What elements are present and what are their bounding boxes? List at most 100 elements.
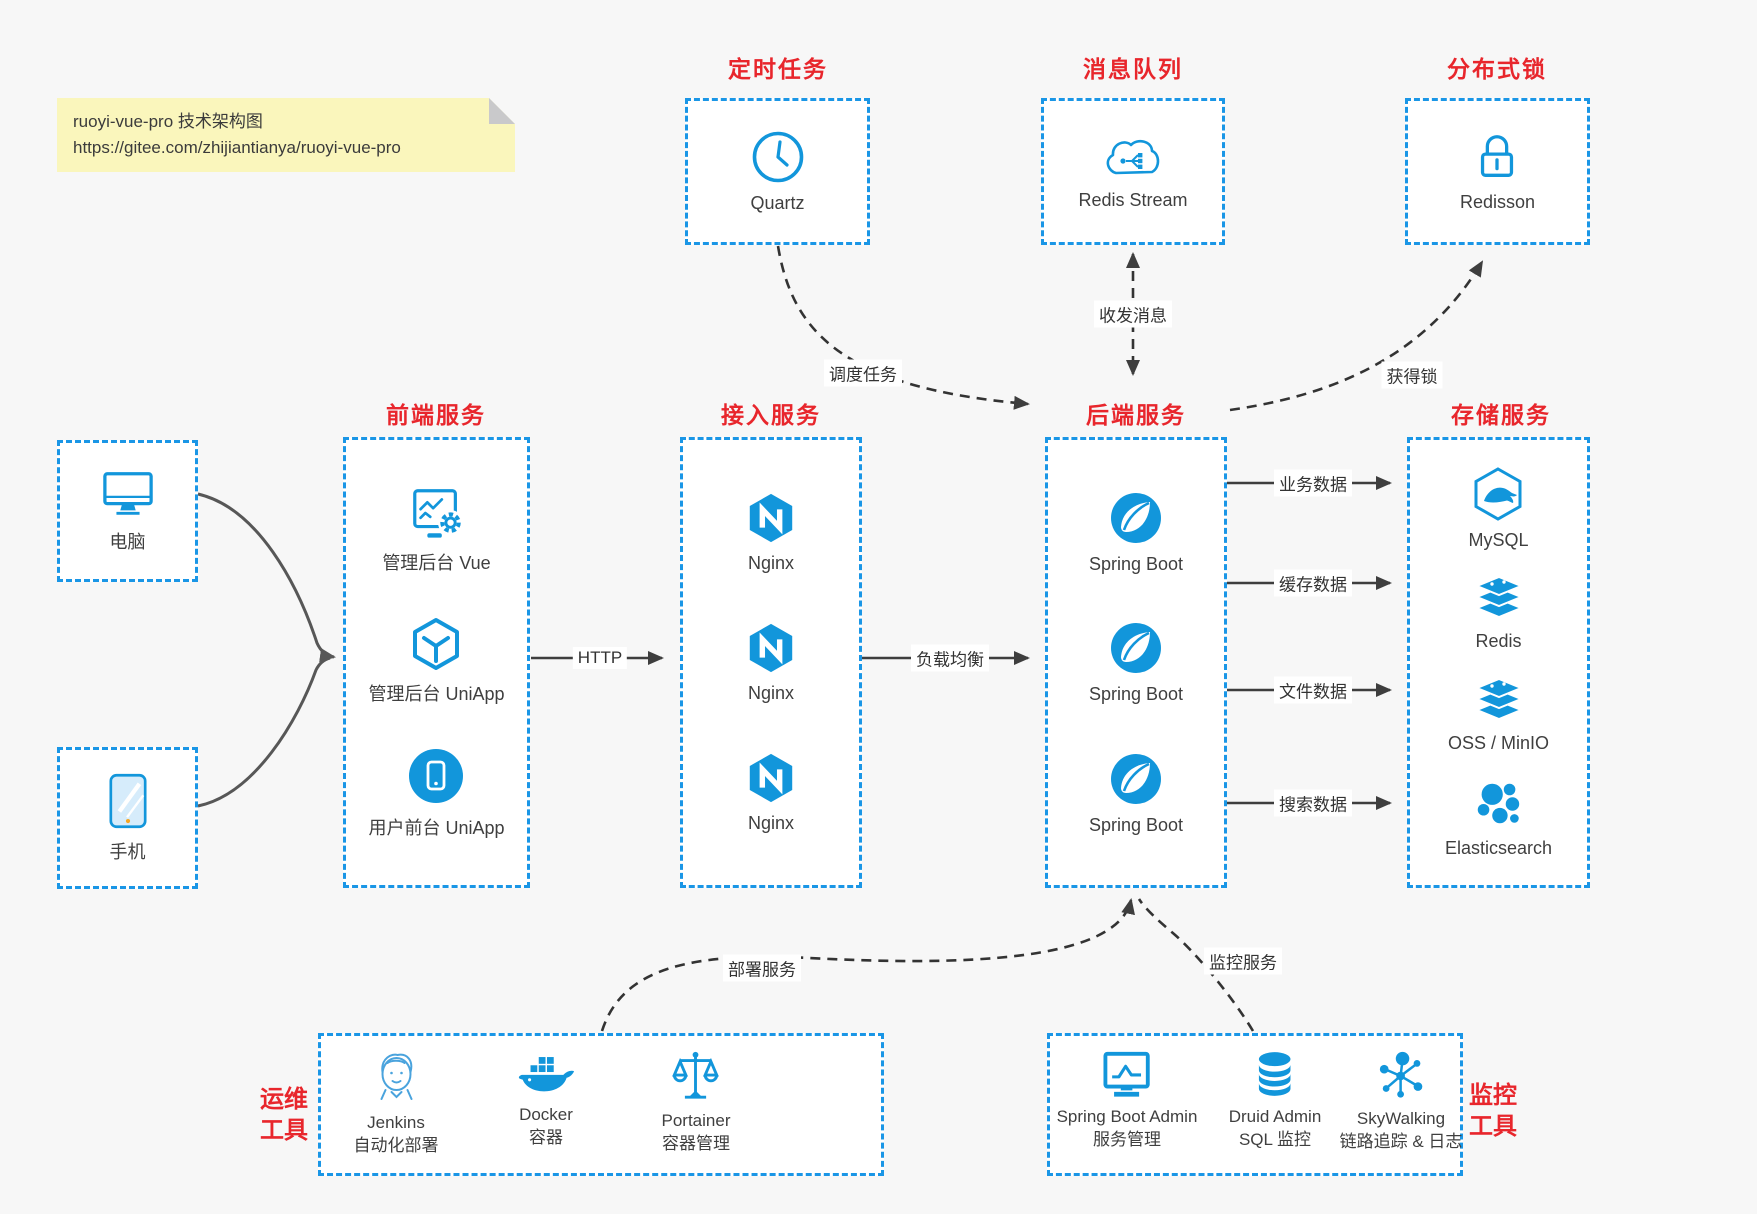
node-nginx-2: Nginx [744, 621, 798, 704]
group-box-monitoring: Spring Boot Admin 服务管理 Druid Admin SQL 监… [1047, 1033, 1463, 1176]
edge-label-deploy: 部署服务 [723, 954, 801, 982]
node-redis-stream: Redis Stream [1078, 132, 1188, 211]
node-label: MySQL [1468, 530, 1529, 551]
edge-label-monitor: 监控服务 [1204, 947, 1282, 975]
admin-screen-gear-icon [412, 488, 463, 538]
node-label: Nginx [747, 683, 795, 703]
node-phone: 手机 [107, 772, 149, 864]
node-mysql: MySQL [1468, 466, 1529, 551]
clock-icon [752, 131, 803, 183]
node-label: Spring Boot [1088, 814, 1184, 835]
group-box-backend: Spring Boot Spring Boot Spring Boot [1045, 437, 1227, 888]
edge-schedule-task [776, 245, 1030, 410]
group-label-monitoring: 监控 工具 [1469, 1082, 1517, 1140]
group-title-lock: 分布式锁 [1447, 56, 1547, 82]
group-title-frontend: 前端服务 [386, 402, 486, 428]
spring-leaf-icon [1111, 623, 1161, 673]
docker-whale-icon [518, 1057, 575, 1092]
portainer-scales-icon [672, 1051, 720, 1099]
cube-icon [413, 617, 460, 670]
node-label: Elasticsearch [1444, 837, 1553, 858]
edge-phone-to-frontend [197, 656, 331, 808]
node-portainer: Portainer 容器管理 [661, 1048, 731, 1155]
node-oss-minio: OSS / MinIO [1448, 675, 1549, 754]
edge-label-cache-data: 缓存数据 [1274, 569, 1352, 597]
mysql-dolphin-icon [1474, 467, 1522, 521]
edge-label-load-balance: 负载均衡 [911, 644, 989, 672]
edge-deploy-service [600, 898, 1135, 1032]
monitor-icon [102, 472, 153, 515]
node-label: Redisson [1459, 192, 1536, 212]
nginx-hexagon-icon [749, 753, 793, 803]
node-label: Spring Boot Admin 服务管理 [1056, 1107, 1198, 1149]
node-admin-uniapp: 管理后台 UniApp [368, 616, 505, 706]
edge-label-file-data: 文件数据 [1274, 676, 1352, 704]
node-label: 手机 [109, 842, 146, 862]
group-title-mq: 消息队列 [1083, 56, 1183, 82]
spring-leaf-icon [1111, 753, 1161, 804]
edge-label-business-data: 业务数据 [1274, 469, 1352, 497]
group-box-frontend: 管理后台 Vue 管理后台 UniApp 用户前台 UniApp [343, 437, 530, 888]
padlock-icon [1481, 135, 1514, 177]
edge-monitor-service [1137, 898, 1255, 1032]
node-label: 电脑 [109, 532, 146, 552]
group-title-scheduler: 定时任务 [728, 56, 828, 82]
node-elasticsearch: Elasticsearch [1445, 776, 1552, 859]
node-label: OSS / MinIO [1447, 732, 1550, 753]
node-nginx-1: Nginx [744, 491, 798, 574]
node-docker: Docker 容器 [517, 1048, 575, 1149]
nginx-hexagon-icon [749, 623, 793, 673]
edge-label-acquire-lock: 获得锁 [1381, 361, 1443, 389]
group-box-lock: Redisson [1405, 98, 1590, 245]
group-box-gateway: Nginx Nginx Nginx [680, 437, 862, 888]
smartphone-icon [108, 773, 147, 829]
oss-stack-icon [1473, 677, 1524, 720]
redis-stack-icon [1473, 576, 1524, 619]
group-box-mq: Redis Stream [1041, 98, 1225, 245]
node-label: Jenkins 自动化部署 [353, 1113, 439, 1155]
node-computer: 电脑 [97, 468, 159, 554]
node-label: SkyWalking 链路追踪 & 日志 [1339, 1109, 1463, 1151]
edge-acquire-lock [1229, 260, 1484, 412]
group-box-ops: Jenkins 自动化部署 Docker 容器 [318, 1033, 884, 1176]
spring-leaf-icon [1111, 492, 1161, 543]
node-quartz: Quartz [750, 129, 806, 214]
node-label: Redis [1475, 631, 1522, 652]
note-title: ruoyi-vue-pro 技术架构图 [73, 112, 263, 131]
node-label: Docker 容器 [519, 1105, 573, 1147]
monitor-chart-icon [1103, 1051, 1151, 1097]
client-box-computer: 电脑 [57, 440, 198, 582]
node-label: Spring Boot [1088, 553, 1184, 574]
elasticsearch-cluster-icon [1478, 783, 1520, 823]
node-label: Spring Boot [1088, 684, 1184, 704]
note-fold-corner [489, 98, 515, 124]
node-nginx-3: Nginx [744, 751, 798, 834]
node-label: 管理后台 Vue [382, 552, 491, 573]
client-box-phone: 手机 [57, 747, 198, 889]
jenkins-butler-icon [380, 1053, 412, 1100]
group-title-storage: 存储服务 [1451, 402, 1551, 428]
note-url: https://gitee.com/zhijiantianya/ruoyi-vu… [73, 138, 401, 157]
node-label: Druid Admin SQL 监控 [1228, 1107, 1322, 1149]
nginx-hexagon-icon [749, 493, 793, 543]
sticky-note: ruoyi-vue-pro 技术架构图 https://gitee.com/zh… [57, 98, 515, 172]
node-label: Quartz [750, 193, 805, 213]
node-skywalking: SkyWalking 链路追踪 & 日志 [1339, 1048, 1463, 1153]
group-label-ops: 运维 工具 [260, 1086, 308, 1144]
node-redis: Redis [1471, 573, 1527, 652]
group-box-storage: MySQL Redis [1407, 437, 1590, 888]
group-title-backend: 后端服务 [1086, 402, 1186, 428]
node-label: Portainer 容器管理 [661, 1111, 731, 1153]
edge-computer-to-frontend [197, 492, 336, 662]
node-springboot-admin: Spring Boot Admin 服务管理 [1056, 1048, 1198, 1151]
group-box-scheduler: Quartz [685, 98, 870, 245]
edge-label-message: 收发消息 [1094, 300, 1172, 328]
node-jenkins: Jenkins 自动化部署 [354, 1048, 439, 1157]
node-admin-vue: 管理后台 Vue [382, 485, 491, 575]
node-label: Nginx [747, 553, 795, 573]
node-springboot-1: Spring Boot [1089, 490, 1183, 575]
database-cylinder-icon [1259, 1052, 1291, 1096]
group-title-gateway: 接入服务 [721, 402, 821, 428]
node-label: Nginx [747, 813, 795, 833]
node-label: 用户前台 UniApp [368, 818, 505, 839]
